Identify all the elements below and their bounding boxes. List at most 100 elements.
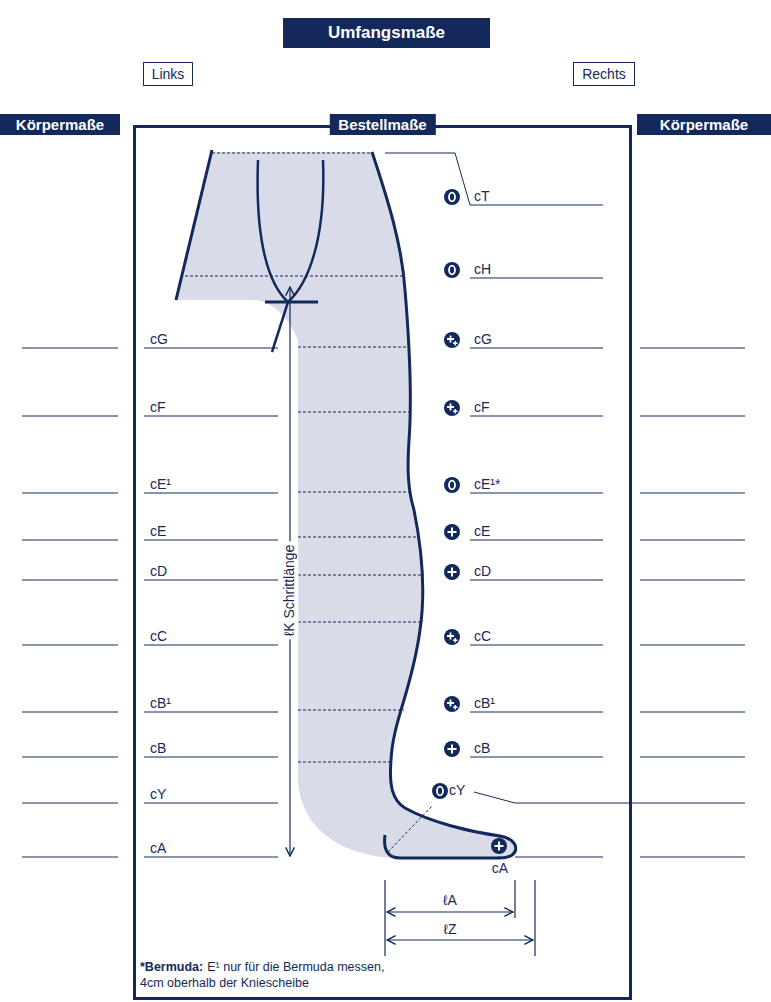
side-box: Rechts [573,62,635,86]
measure-point: cF [150,399,166,416]
measure-point: cH [474,261,491,278]
entry-line [22,348,118,349]
entry-line [640,580,745,581]
compression-icon [444,629,460,645]
entry-line [470,712,603,713]
entry-line [470,348,603,349]
entry-line [640,712,745,713]
measure-point: cT [474,188,490,205]
bermuda-note: *Bermuda:E¹ nur für die Bermuda messen, … [140,959,410,991]
compression-icon [444,741,460,757]
measure-point: cC [474,628,491,645]
measure-point: cF [474,399,490,416]
entry-line [22,580,118,581]
measure-point: cB¹ [150,695,171,712]
measure-point: cG [150,331,168,348]
entry-line [144,645,278,646]
measure-point: cB¹ [474,695,495,712]
measure-point: cY [449,782,465,799]
measure-point: cD [150,563,167,580]
measure-point: cA [490,860,510,877]
compression-icon [444,564,460,580]
entry-line [22,645,118,646]
entry-line [22,493,118,494]
entry-line [144,493,278,494]
entry-line [470,645,603,646]
column-tab: Körpermaße [637,114,771,135]
note-heading: *Bermuda: [140,960,203,974]
side-label: Rechts [582,65,626,83]
measure-point: cG [474,331,492,348]
entry-line [640,493,745,494]
entry-line [470,493,603,494]
entry-line [470,416,603,417]
entry-line [640,645,745,646]
pants-outline [176,150,212,300]
measure-point: cE¹* [474,476,500,493]
entry-line [144,348,278,349]
title: Umfangsmaße [328,23,445,43]
entry-line [640,540,745,541]
compression-icon [444,696,460,712]
leader-lines [385,153,640,857]
measure-point: cB [474,740,490,757]
entry-line [640,348,745,349]
entry-line [22,803,118,804]
entry-line [640,416,745,417]
entry-line [144,757,278,758]
measure-point: cY [150,786,166,803]
entry-line [470,278,603,279]
measure-point: cB [150,740,166,757]
entry-line [640,803,745,804]
entry-line [144,580,278,581]
measure-point: cE [474,523,490,540]
entry-line [144,803,278,804]
entry-line [22,712,118,713]
measure-point: cE [150,523,166,540]
entry-line [22,416,118,417]
entry-line [22,540,118,541]
order-panel: Bestellmaße [133,125,632,1000]
leg-outline [372,152,516,858]
compression-icon [444,477,460,493]
dimension-label: ℓK Schrittlänge [282,541,299,639]
entry-line [144,416,278,417]
compression-icon [444,189,460,205]
measure-point: cA [150,840,166,857]
measure-point: cE¹ [150,476,171,493]
entry-line [470,205,603,206]
compression-icon [444,400,460,416]
entry-lines [22,205,745,857]
column-tab: Körpermaße [0,114,120,135]
entry-line [470,580,603,581]
measure-point: cD [474,563,491,580]
entry-line [640,857,745,858]
dimension-label: ℓZ [441,921,458,938]
side-label: Links [152,65,185,83]
title-bar: Umfangsmaße [283,18,490,48]
measure-point: cC [150,628,167,645]
entry-line [640,757,745,758]
compression-icon [444,332,460,348]
entry-line [144,857,278,858]
entry-line [22,757,118,758]
measure-lines [185,153,499,858]
crotch-bar [265,301,318,304]
entry-line [470,540,603,541]
entry-line [144,540,278,541]
tab-label: Bestellmaße [329,114,435,135]
foot-dimension [385,880,535,956]
leg-fill [175,152,516,858]
entry-line [144,712,278,713]
compression-icon [491,838,507,854]
tab-label: Körpermaße [660,116,748,133]
compression-icon [444,524,460,540]
entry-line [470,757,603,758]
tab-label: Körpermaße [16,116,104,133]
dimension-label: ℓA [441,892,459,909]
side-box: Links [143,62,194,86]
compression-icons [432,189,507,854]
